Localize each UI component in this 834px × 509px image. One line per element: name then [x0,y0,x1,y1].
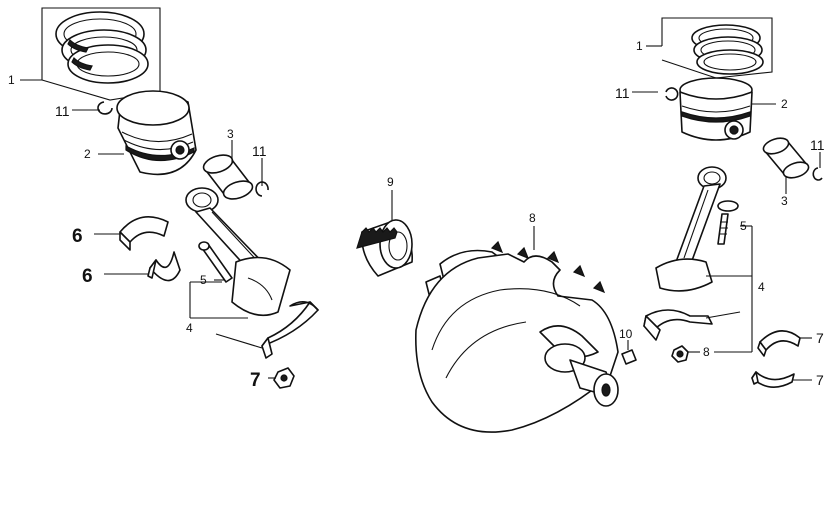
callout-rod-nut-left: 7 [250,370,261,391]
rod-bolt-left [198,241,233,283]
crankshaft [415,240,619,433]
rod-bearing-right-upper [757,330,801,357]
callout-rod-bolt-right: 5 [740,219,747,233]
callout-connecting-rod-left: 4 [186,321,193,335]
callout-piston-rings-left: 1 [8,73,15,87]
callout-crankshaft: 8 [529,211,536,225]
piston-right [679,77,753,141]
callout-woodruff-key: 10 [619,327,633,341]
crank-gear [356,219,413,277]
callout-piston-rings-right: 1 [636,39,643,53]
rod-cap-right [643,309,713,341]
callout-connecting-rod-right: 4 [758,280,765,294]
rod-bearing-left-upper [119,216,169,251]
rod-nut-left [273,367,295,389]
pin-clip-right-top [665,87,679,101]
rod-cap-left [261,301,319,359]
rod-bearing-left-lower [147,251,181,282]
callout-piston-left: 2 [84,147,91,161]
pin-clip-left-right [255,181,269,197]
callout-rod-bolt-left: 5 [200,273,207,287]
rod-bolt-right [717,200,739,245]
piston-left [116,90,197,176]
woodruff-key [621,349,637,365]
callout-rod-bearing-right-upper: 7 [816,330,824,346]
callout-rod-bearing-left-upper: 6 [72,226,83,247]
piston-rings-left [41,7,161,101]
callout-piston-right: 2 [781,97,788,111]
pin-clip-left-top [97,101,113,115]
piston-rings-right [661,17,773,79]
rod-nut-right [671,345,689,363]
callout-pin-clip-left-top: 11 [55,103,70,119]
callout-rod-nut-right: 8 [703,345,710,359]
connecting-rod-right [655,166,727,292]
callout-pin-clip-left-right: 11 [252,143,267,159]
callout-piston-pin-right: 3 [781,194,788,208]
piston-pin-right [762,137,810,179]
callout-crank-gear: 9 [387,175,394,189]
connecting-rod-left [185,187,291,317]
callout-pin-clip-right-top: 11 [615,85,630,101]
callout-pin-clip-right-right: 11 [810,137,825,153]
pin-clip-right-right [812,167,823,181]
piston-pin-left [202,154,254,200]
callout-piston-pin-left: 3 [227,127,234,141]
callout-rod-bearing-left-lower: 6 [82,266,93,287]
callout-rod-bearing-right-lower: 7 [816,372,824,388]
rod-bearing-right-lower [751,371,795,388]
